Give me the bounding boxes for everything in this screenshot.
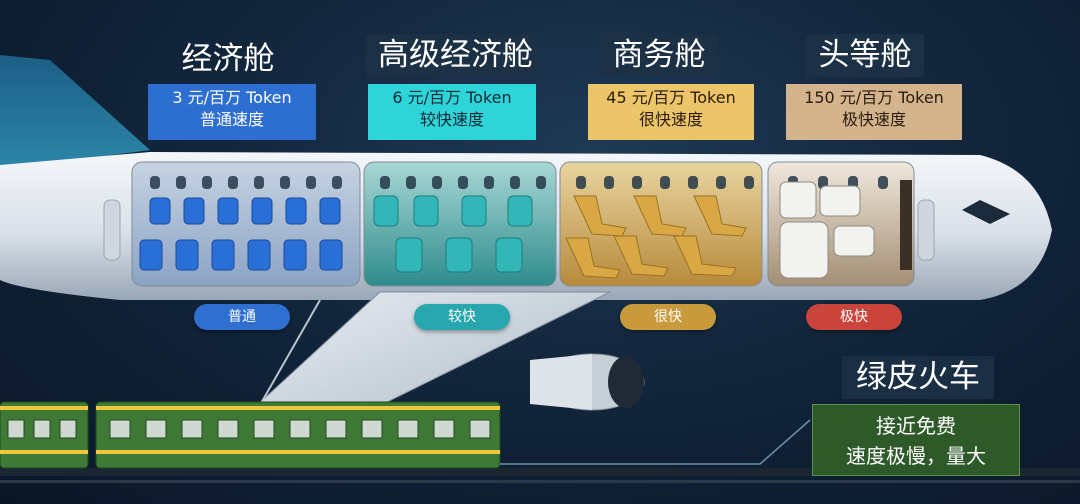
class-title-business: 商务舱	[600, 34, 718, 77]
green-train	[0, 401, 501, 469]
class-title-economy: 经济舱	[181, 41, 275, 77]
price-box-first: 150 元/百万 Token 极快速度	[786, 84, 962, 140]
tail-fin	[0, 55, 150, 170]
speed-first: 极快速度	[841, 110, 906, 129]
speed-pill-economy: 普通	[194, 304, 290, 330]
speed-pill-first: 极快	[806, 304, 902, 330]
speed-pill-premium-economy: 较快	[414, 304, 510, 330]
cockpit-windows	[962, 200, 1010, 224]
price-box-premium-economy: 6 元/百万 Token 较快速度	[368, 84, 536, 140]
price-business: 45 元/百万 Token	[606, 88, 736, 107]
train-title: 绿皮火车	[842, 356, 994, 399]
price-economy: 3 元/百万 Token	[172, 88, 292, 107]
speed-economy: 普通速度	[199, 110, 264, 129]
class-title-premium-economy: 高级经济舱	[366, 34, 540, 77]
price-box-business: 45 元/百万 Token 很快速度	[588, 84, 754, 140]
price-first: 150 元/百万 Token	[804, 88, 944, 107]
class-title-first: 头等舱	[806, 34, 924, 77]
price-premium-economy: 6 元/百万 Token	[392, 88, 512, 107]
train-line-1: 接近免费	[876, 414, 956, 438]
train-info-box: 接近免费 速度极慢，量大	[812, 404, 1020, 476]
speed-premium-economy: 较快速度	[419, 110, 484, 129]
train-line-2: 速度极慢，量大	[846, 444, 986, 468]
speed-pill-business: 很快	[620, 304, 716, 330]
price-box-economy: 3 元/百万 Token 普通速度	[148, 84, 316, 140]
speed-business: 很快速度	[638, 110, 703, 129]
